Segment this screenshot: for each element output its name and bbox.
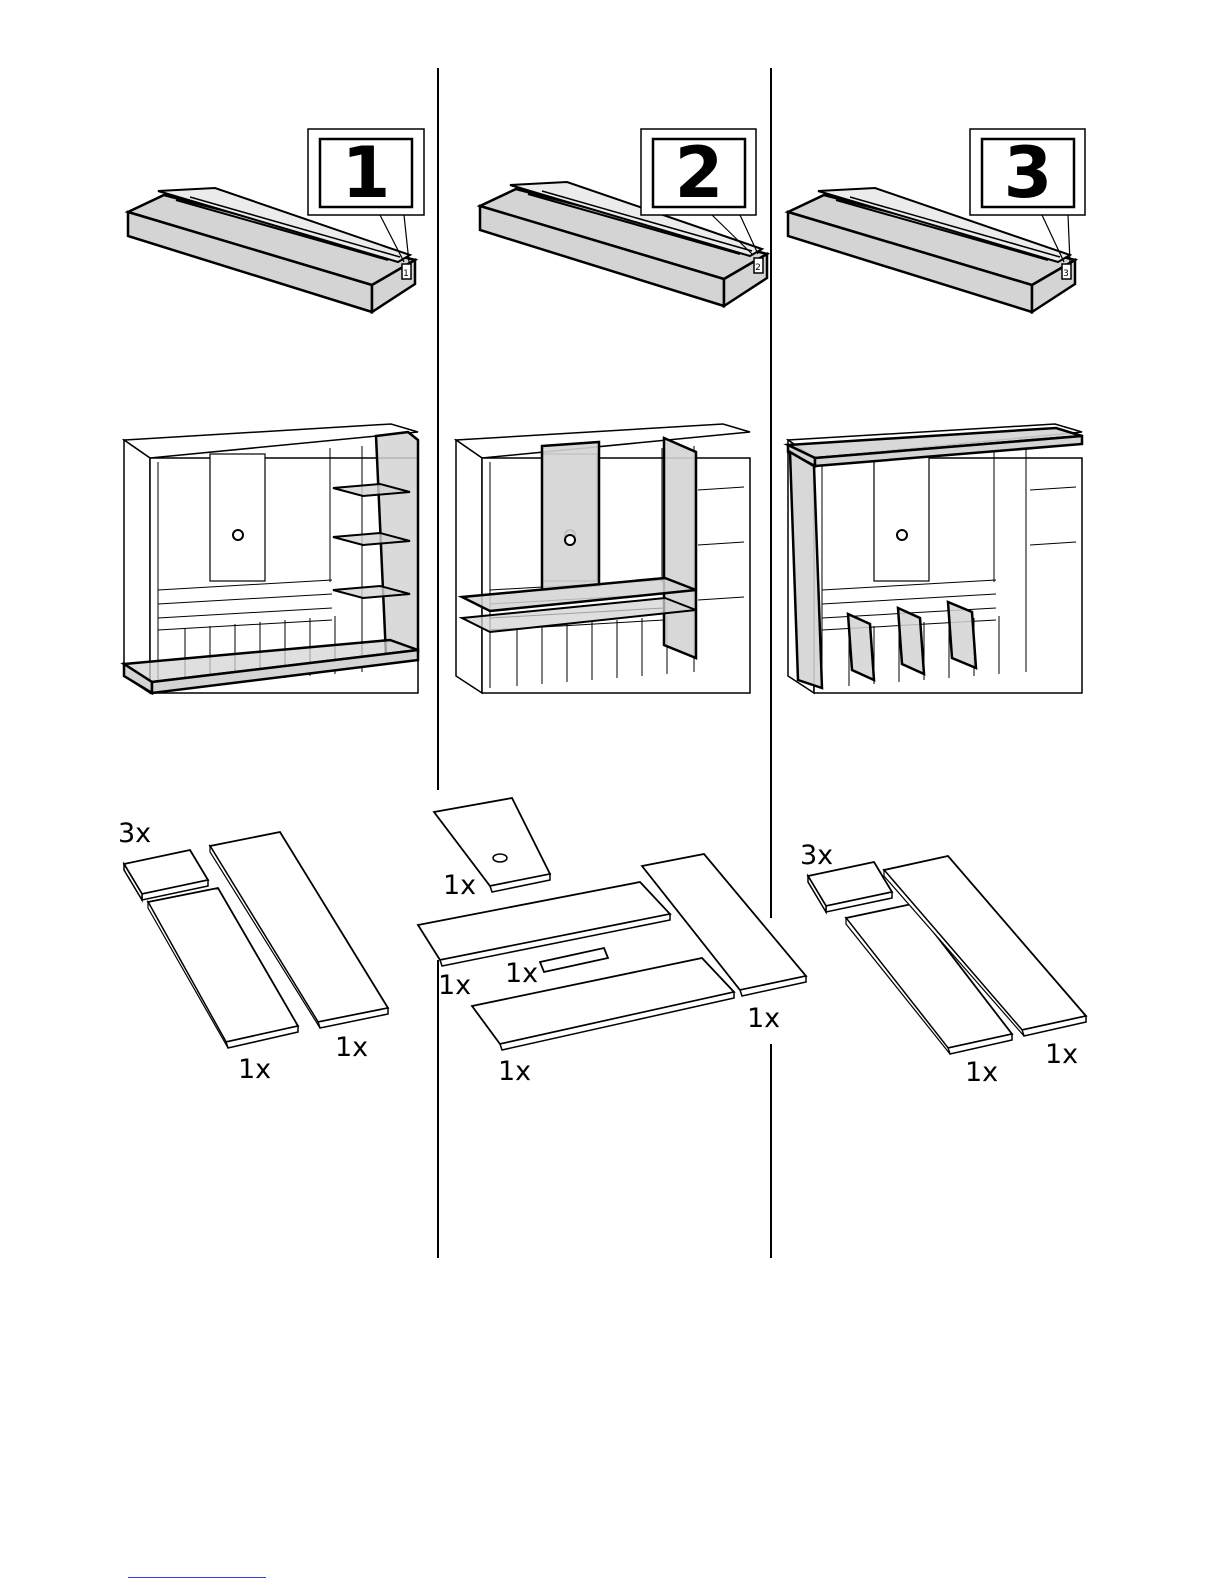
pkg1-long-panel-b-qty: 1x bbox=[335, 1032, 368, 1063]
package-1-label: 1 bbox=[403, 269, 409, 279]
package-2-parts: 1x 1x 1x 1x 1x bbox=[418, 798, 806, 1087]
package-3-parts: 3x 1x 1x bbox=[800, 840, 1086, 1088]
pkg1-long-panel-a-qty: 1x bbox=[238, 1054, 271, 1085]
package-3-box: 3 3 bbox=[788, 129, 1085, 312]
pkg3-long-panel-b-qty: 1x bbox=[1045, 1039, 1078, 1070]
package-1-number: 1 bbox=[342, 132, 391, 214]
package-2-box: 2 2 bbox=[480, 129, 767, 306]
unit-2-highlight-middle-panels bbox=[456, 424, 750, 693]
package-2-label: 2 bbox=[755, 263, 761, 273]
pkg2-small-strip-qty: 1x bbox=[505, 958, 538, 989]
pkg3-long-panel-a-qty: 1x bbox=[965, 1057, 998, 1088]
pkg1-small-panels-qty: 3x bbox=[118, 818, 151, 849]
bottom-link-underline[interactable] bbox=[128, 1577, 266, 1578]
package-3-number: 3 bbox=[1004, 132, 1053, 214]
pkg3-small-panels-qty: 3x bbox=[800, 840, 833, 871]
package-2-number: 2 bbox=[675, 132, 724, 214]
pkg2-side-panel-qty: 1x bbox=[747, 1003, 780, 1034]
pkg2-small-strip bbox=[540, 948, 608, 972]
package-1-box: 1 1 bbox=[128, 129, 424, 312]
package-1-parts: 3x 1x 1x bbox=[118, 818, 388, 1085]
pkg2-shelf-top-qty: 1x bbox=[438, 970, 471, 1001]
package-3-label: 3 bbox=[1063, 269, 1069, 279]
pkg2-panel-with-hole-qty: 1x bbox=[443, 870, 476, 901]
unit-3-highlight-top-left-side-dividers bbox=[788, 424, 1082, 693]
pkg2-shelf-bottom-qty: 1x bbox=[498, 1056, 531, 1087]
unit-1-highlight-base-and-right-side bbox=[124, 424, 418, 693]
